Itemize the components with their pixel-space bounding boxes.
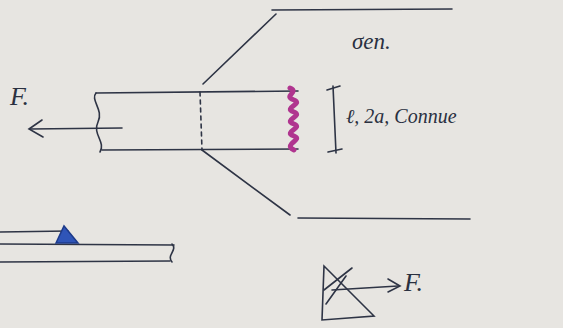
plate-edge xyxy=(0,244,174,245)
sketch-label: F. xyxy=(10,84,29,110)
plate-edge xyxy=(0,231,68,232)
detail-line xyxy=(298,218,470,219)
break-line xyxy=(170,244,173,262)
weld-bead xyxy=(56,226,78,243)
arrow-head xyxy=(388,279,400,292)
arrow-head xyxy=(29,120,43,137)
weld-bead xyxy=(290,88,297,150)
plate-edge xyxy=(0,261,170,262)
break-line xyxy=(94,93,101,152)
leader-line xyxy=(202,150,290,215)
weld-triangle xyxy=(322,266,374,320)
force-arrow xyxy=(30,128,122,129)
dimension-tick xyxy=(327,86,340,90)
sketch-label: σen. xyxy=(352,30,391,53)
sketch-label: ℓ, 2a, Connue xyxy=(346,106,457,126)
plate-edge xyxy=(102,149,298,150)
detail-line xyxy=(272,9,452,10)
section-line xyxy=(200,92,202,150)
sketch-label: F. xyxy=(404,270,423,296)
plate-edge xyxy=(96,91,298,93)
leader-line xyxy=(203,14,276,84)
dimension-line xyxy=(333,86,336,153)
hatch xyxy=(324,268,352,304)
dimension-tick xyxy=(328,149,342,152)
force-arrow xyxy=(332,286,398,290)
